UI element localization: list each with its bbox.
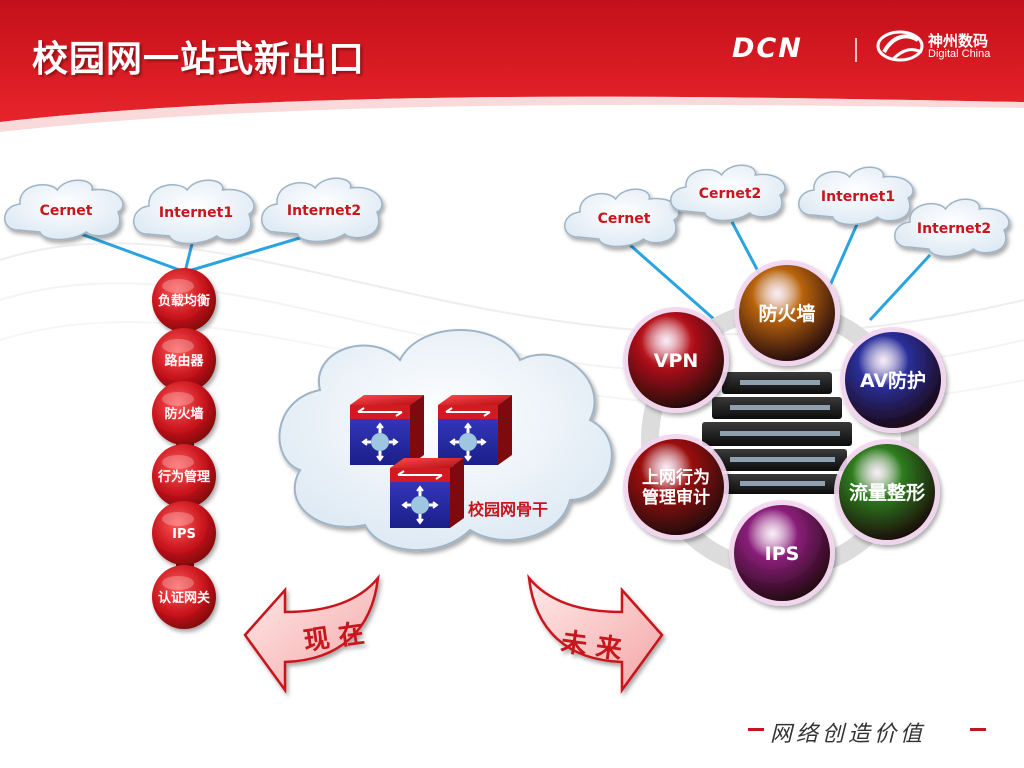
network-cloud-label: Internet1 [159, 205, 233, 221]
device-node: 认证网关 [152, 565, 216, 629]
brand-name-en: Digital China [928, 48, 991, 60]
footer-slogan: 网络创造价值 [770, 722, 927, 747]
network-cloud-label: Cernet [598, 211, 651, 227]
slogan-dash-right [970, 728, 986, 731]
network-cloud: Internet2 [894, 198, 1010, 258]
network-cloud: Internet1 [798, 166, 914, 226]
network-cloud: Cernet2 [670, 164, 786, 222]
network-cloud: Internet2 [261, 177, 383, 243]
dcn-logo: DCN [732, 33, 803, 64]
switch-cube-icon [388, 456, 466, 530]
device-node-label: 路由器 [164, 353, 204, 369]
digital-china-logo-icon [876, 30, 924, 62]
device-node: IPS [152, 501, 216, 565]
function-ball-label: AV防护 [860, 369, 926, 392]
device-node-label: 防火墙 [164, 406, 203, 422]
switch-cube-icon [348, 393, 426, 467]
function-ball: AV防护 [840, 327, 946, 433]
switch-cube-icon [436, 393, 514, 467]
switch-stack-icon [702, 372, 852, 494]
device-node: 路由器 [152, 328, 216, 392]
function-ball-label: 防火墙 [758, 302, 815, 325]
device-node: 负载均衡 [152, 268, 216, 332]
header-band [0, 0, 1024, 132]
arrow-future: 未 来 [527, 573, 664, 694]
arrow-now: 现 在 [243, 573, 380, 694]
network-cloud: Cernet [564, 188, 680, 248]
function-ball-label: 上网行为管理审计 [642, 467, 710, 508]
function-ball-label: IPS [765, 543, 800, 565]
network-cloud-label: Internet2 [287, 203, 361, 219]
function-ball-label: 流量整形 [849, 481, 925, 504]
function-ball: 上网行为管理审计 [623, 434, 729, 540]
device-node: 防火墙 [152, 381, 216, 445]
network-cloud-label: Cernet2 [699, 186, 762, 202]
network-cloud-label: Internet2 [917, 221, 991, 237]
page-title: 校园网一站式新出口 [32, 39, 366, 80]
device-node-label: 认证网关 [158, 590, 210, 606]
right-links [629, 221, 932, 322]
logo-divider [855, 38, 857, 62]
function-ball: 流量整形 [834, 439, 940, 545]
network-cloud-label: Internet1 [821, 189, 895, 205]
device-node: 行为管理 [152, 444, 216, 508]
network-cloud: Cernet [4, 179, 124, 241]
function-ball-label: VPN [654, 350, 699, 372]
left-cloud-group: Cernet Internet1 Internet2 [4, 177, 383, 245]
function-ball: IPS [729, 500, 835, 606]
network-cloud-label: Cernet [40, 203, 93, 219]
device-node-label: IPS [172, 527, 196, 542]
backbone-label: 校园网骨干 [468, 500, 548, 519]
slogan-dash-left [748, 728, 764, 731]
device-node-label: 负载均衡 [158, 293, 210, 309]
network-cloud: Internet1 [133, 179, 255, 245]
function-ball: 防火墙 [734, 260, 840, 366]
function-ball: VPN [623, 307, 729, 413]
device-node-label: 行为管理 [157, 469, 210, 485]
brand-name-cn: 神州数码 [928, 32, 989, 50]
